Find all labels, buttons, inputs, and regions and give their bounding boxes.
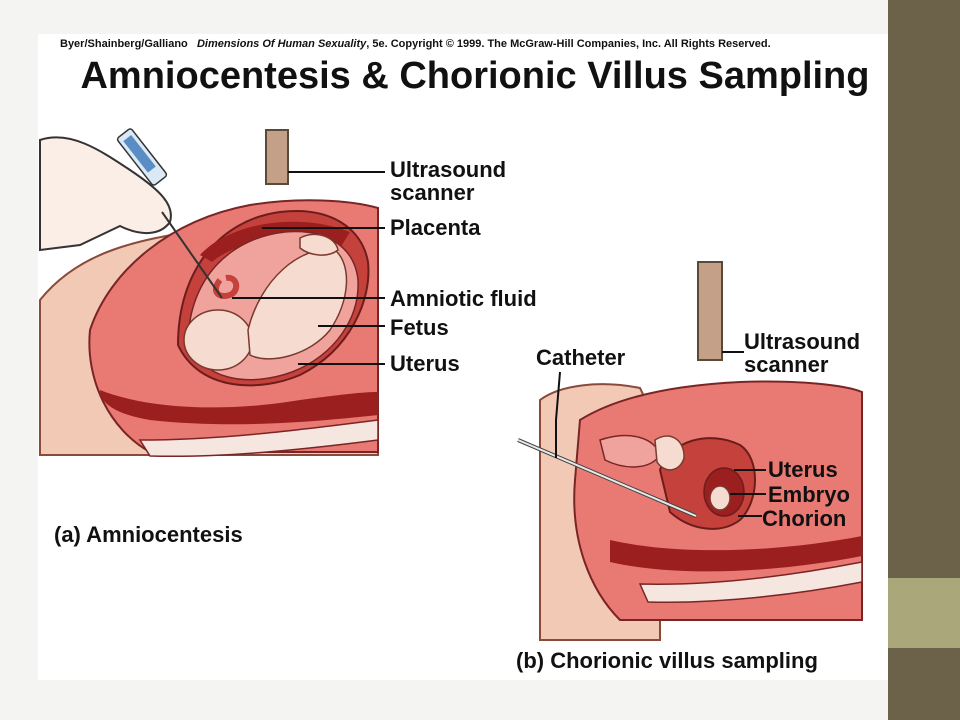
copyright-line: Byer/Shainberg/Galliano Dimensions Of Hu…: [60, 38, 880, 50]
spine: [138, 419, 379, 458]
amniocentesis-illustration: [39, 128, 385, 458]
caption-amniocentesis: (a) Amniocentesis: [54, 522, 243, 547]
embryo: [709, 485, 731, 511]
cvs-illustration: [517, 261, 863, 641]
label-ultrasound-scanner-b: Ultrasound scanner: [744, 329, 861, 377]
spine-b: [638, 561, 863, 603]
label-uterus-b: Uterus: [768, 457, 838, 482]
ultrasound-scanner-a: [265, 129, 289, 185]
label-chorion: Chorion: [762, 506, 847, 531]
caption-cvs: (b) Chorionic villus sampling: [516, 648, 818, 673]
label-amniotic-fluid: Amniotic fluid: [390, 286, 537, 311]
copyright-book: Dimensions Of Human Sexuality: [196, 38, 367, 50]
label-uterus-a: Uterus: [390, 351, 460, 376]
fetus-body: [247, 248, 348, 360]
fetus-head: [183, 309, 253, 371]
label-fetus: Fetus: [390, 315, 449, 340]
hand: [39, 136, 172, 252]
copyright-authors: Byer/Shainberg/Galliano: [60, 38, 188, 50]
copyright-rest: , 5e. Copyright © 1999. The McGraw-Hill …: [366, 38, 771, 50]
label-catheter: Catheter: [536, 345, 626, 370]
label-ultrasound-scanner-a: Ultrasound scanner: [390, 157, 507, 205]
label-placenta: Placenta: [390, 215, 481, 240]
label-embryo: Embryo: [768, 482, 850, 507]
slide-sidebar-accent: [888, 578, 960, 648]
diagram-title: Amniocentesis & Chorionic Villus Samplin…: [80, 55, 870, 97]
ultrasound-scanner-b: [697, 261, 723, 361]
syringe-icon: [116, 128, 223, 299]
